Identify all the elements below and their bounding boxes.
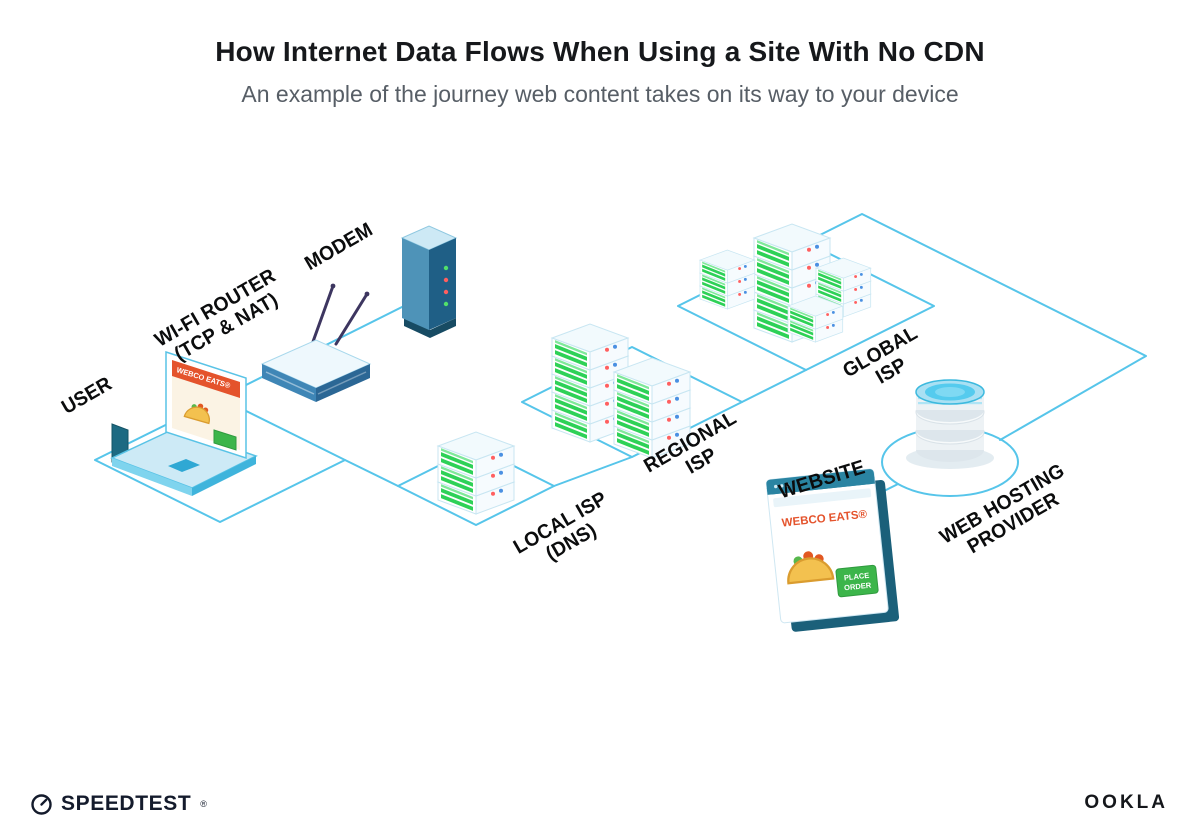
local-isp-servers bbox=[437, 431, 515, 515]
speedtest-trademark: ® bbox=[200, 799, 208, 809]
speedtest-wordmark: SPEEDTEST bbox=[61, 792, 192, 815]
ookla-logo: OOKLA bbox=[1084, 792, 1168, 813]
page-title: How Internet Data Flows When Using a Sit… bbox=[215, 36, 985, 67]
speedtest-gauge-icon bbox=[31, 793, 52, 815]
speedtest-logo: SPEEDTEST ® bbox=[30, 792, 208, 816]
user-to-localisp-line bbox=[344, 459, 399, 487]
header: How Internet Data Flows When Using a Sit… bbox=[0, 36, 1200, 108]
website-browser: WEBCO EATS® PLACE ORDER bbox=[765, 468, 900, 632]
global-isp-servers bbox=[699, 223, 872, 343]
wifi-router-device bbox=[260, 283, 372, 402]
svg-text:ORDER: ORDER bbox=[844, 581, 872, 593]
regional-to-global-line bbox=[741, 369, 807, 403]
browser-window-dots-icon bbox=[774, 483, 790, 489]
web-hosting-database bbox=[906, 379, 994, 469]
footer: SPEEDTEST ® OOKLA bbox=[0, 780, 1200, 822]
user-laptop: WEBCO EATS® bbox=[110, 350, 258, 496]
modem-device bbox=[400, 225, 458, 338]
localisp-to-regional-line bbox=[553, 456, 633, 487]
browser-url-bar bbox=[773, 488, 872, 508]
router-antenna-icon bbox=[308, 284, 369, 352]
laptop-cta-badge bbox=[213, 429, 237, 451]
modem-led-lights bbox=[443, 265, 449, 307]
laptop-trackpad bbox=[168, 459, 200, 472]
place-order-button: PLACE ORDER bbox=[835, 564, 879, 598]
svg-text:PLACE: PLACE bbox=[843, 571, 869, 583]
global-to-hosting-line bbox=[805, 213, 1147, 441]
regional-isp-servers bbox=[551, 323, 691, 459]
page-subtitle: An example of the journey web content ta… bbox=[241, 81, 959, 107]
